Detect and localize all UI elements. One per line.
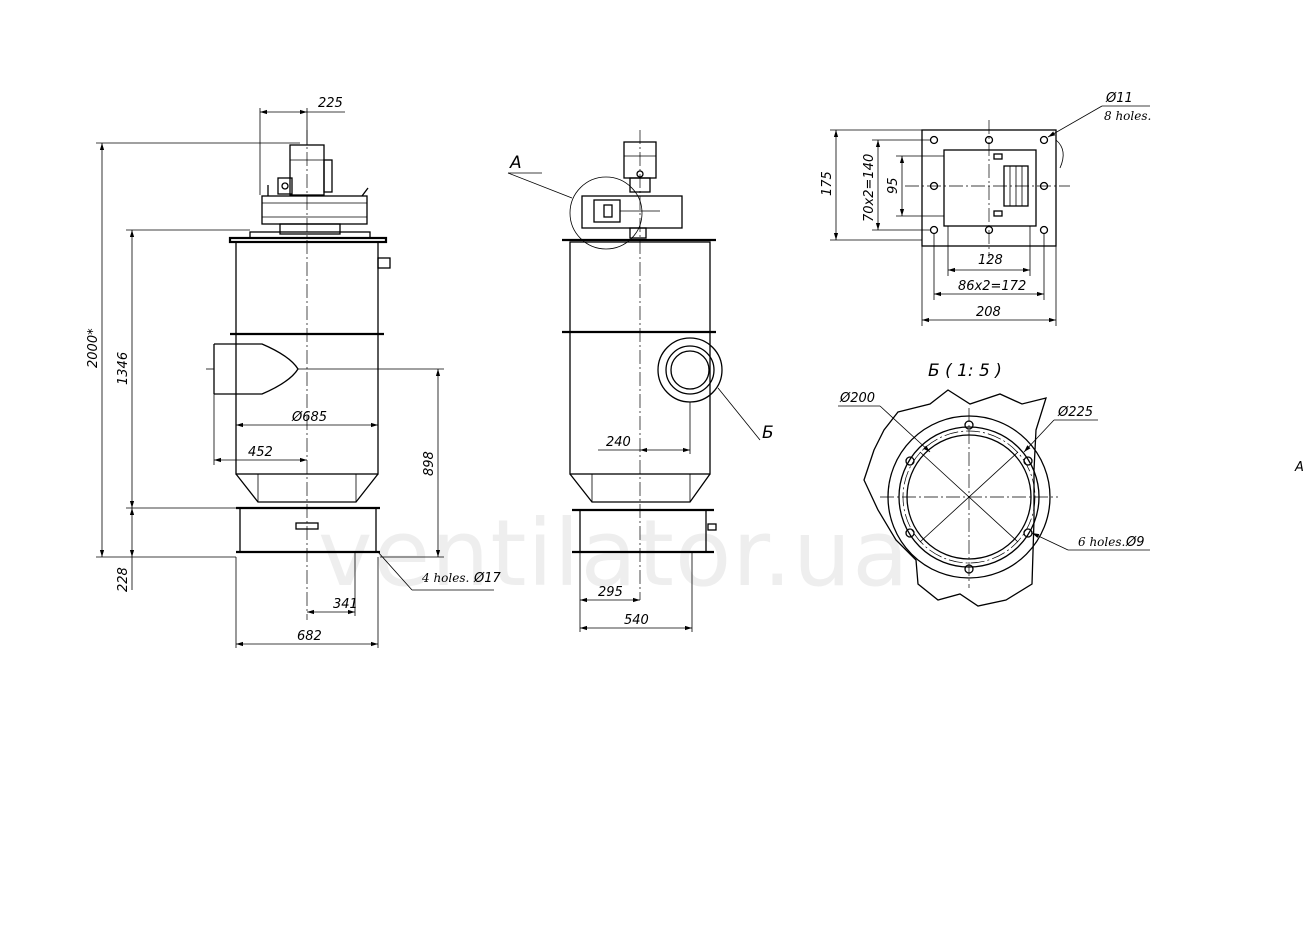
detail-inner-dia: Ø200 (839, 391, 875, 406)
side-fan-housing (581, 195, 683, 229)
dim-total-height: 2000* (86, 328, 101, 368)
flange-dim-height: 175 (820, 171, 835, 196)
dim-motor-width: 225 (318, 96, 343, 111)
hopper (235, 473, 379, 503)
detail-pitch-dia: Ø225 (1057, 405, 1093, 420)
edge-label-a: A (1294, 460, 1304, 475)
detail-holes-dia: Ø9 (1125, 535, 1145, 550)
dim-inlet-offset: 452 (248, 445, 273, 460)
detail-b-title: Б ( 1: 5 ) (928, 361, 1002, 381)
side-dim-foot-offset: 295 (598, 585, 623, 600)
dim-inlet-height: 898 (422, 451, 437, 476)
front-view: 225 2000* 1346 228 Ø685 452 898 341 (86, 96, 502, 648)
dim-bolt-spacing: 341 (333, 597, 358, 612)
flange-hole-dia: Ø11 (1105, 91, 1133, 106)
callout-a: A (509, 153, 522, 173)
detail-b-view: Б ( 1: 5 ) Ø200 Ø225 6 holes. Ø9 (838, 361, 1150, 607)
flange-dim-opening-w: 128 (978, 253, 1003, 268)
callout-b: Б (762, 423, 774, 443)
flange-hole-count: 8 holes. (1104, 109, 1151, 123)
flange-dim-width: 208 (976, 305, 1001, 320)
front-holes-note: 4 holes. (421, 571, 469, 585)
side-dim-base-width: 540 (624, 613, 649, 628)
dim-base-width: 682 (297, 629, 322, 644)
watermark-text: ventilator.ua (318, 500, 910, 607)
detail-break-outline (863, 389, 1047, 607)
side-dim-inlet-offset: 240 (606, 435, 631, 450)
dim-base-height: 228 (116, 567, 131, 592)
detail-holes-note: 6 holes. (1078, 535, 1125, 549)
flange-dim-pitch-v: 70x2=140 (862, 154, 877, 222)
fan-housing (261, 195, 368, 225)
inlet-pipe (213, 343, 299, 395)
dim-diameter: Ø685 (291, 410, 327, 425)
side-view: A Б 240 295 540 (507, 130, 774, 632)
side-inlet-flange (657, 337, 723, 403)
flange-dim-pitch-h: 86x2=172 (958, 279, 1026, 294)
flange-a-view: Ø11 8 holes. 175 70x2=140 95 128 86x2=17… (820, 91, 1151, 326)
flange-dim-opening-h: 95 (886, 177, 901, 194)
front-holes-dia: Ø17 (473, 571, 502, 586)
dim-body-height: 1346 (116, 352, 131, 385)
